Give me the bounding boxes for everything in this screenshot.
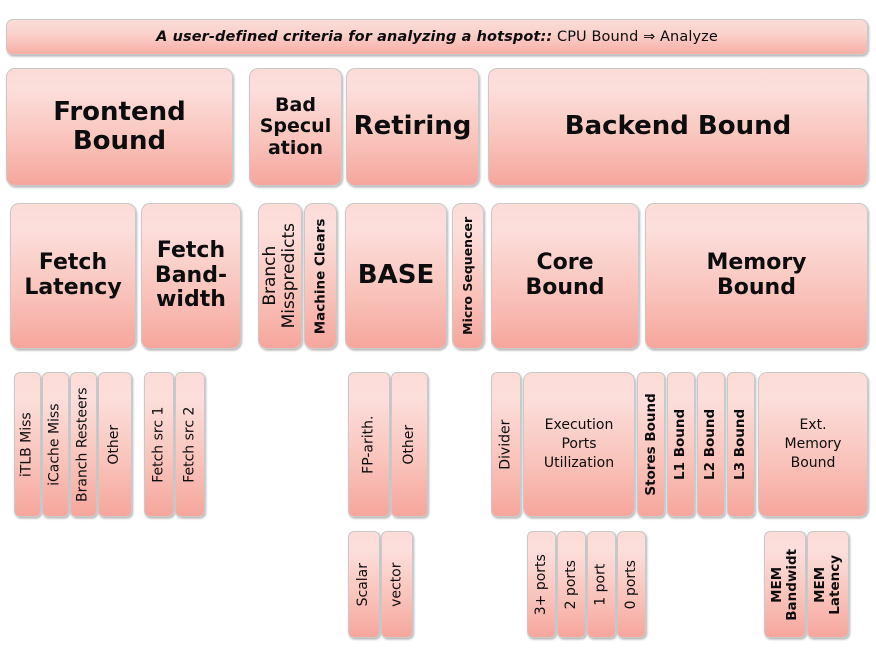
node-divider[interactable]: Divider (491, 372, 521, 517)
node-fetch-src-2[interactable]: Fetch src 2 (175, 372, 205, 517)
node-other-frontend[interactable]: Other (98, 372, 132, 517)
node-memory-bound-label: Memory Bound (706, 250, 807, 300)
node-itlb-miss-label: iTLB Miss (18, 412, 35, 477)
node-3plus-ports-label: 3+ ports (532, 553, 549, 616)
node-bad-speculation-label: Bad Specul ation (259, 94, 332, 159)
node-backend-bound-label: Backend Bound (564, 111, 792, 142)
node-other-base[interactable]: Other (391, 372, 428, 517)
node-0-ports[interactable]: 0 ports (617, 531, 646, 638)
node-fetch-bandwidth-label: Fetch Band- width (154, 238, 228, 313)
node-scalar-label: Scalar (355, 562, 372, 607)
node-execution-ports-utilization-label: Execution Ports Utilization (543, 417, 615, 471)
node-execution-ports-utilization[interactable]: Execution Ports Utilization (523, 372, 635, 517)
criteria-banner: A user-defined criteria for analyzing a … (6, 19, 868, 55)
node-l1-bound[interactable]: L1 Bound (667, 372, 695, 517)
node-stores-bound-label: Stores Bound (642, 393, 659, 496)
node-fetch-latency-label: Fetch Latency (24, 250, 122, 300)
node-other-base-label: Other (400, 424, 417, 465)
criteria-banner-italic: A user-defined criteria for analyzing a … (156, 29, 553, 45)
node-icache-miss-label: iCache Miss (46, 403, 63, 486)
node-branch-resteers-label: Branch Resteers (74, 387, 91, 502)
node-retiring[interactable]: Retiring (346, 68, 479, 186)
node-0-ports-label: 0 ports (622, 559, 639, 610)
node-mem-bandwidth[interactable]: MEM Bandwidt (764, 531, 806, 638)
node-branch-mispredicts-label: Branch Misspredicts (260, 223, 300, 329)
node-core-bound-label: Core Bound (525, 250, 605, 300)
node-fp-arith[interactable]: FP-arith. (348, 372, 390, 517)
node-mem-latency[interactable]: MEM Latency (807, 531, 849, 638)
node-memory-bound[interactable]: Memory Bound (645, 203, 868, 349)
node-frontend-bound[interactable]: Frontend Bound (6, 68, 233, 186)
node-mem-bandwidth-label: MEM Bandwidt (769, 548, 801, 621)
node-core-bound[interactable]: Core Bound (491, 203, 639, 349)
node-backend-bound[interactable]: Backend Bound (488, 68, 868, 186)
node-branch-resteers[interactable]: Branch Resteers (70, 372, 97, 517)
criteria-banner-plain: CPU Bound ⇒ Analyze (552, 29, 718, 45)
node-l1-bound-label: L1 Bound (672, 408, 689, 481)
node-l3-bound-label: L3 Bound (732, 408, 749, 481)
node-icache-miss[interactable]: iCache Miss (42, 372, 69, 517)
node-machine-clears[interactable]: Machine Clears (304, 203, 337, 349)
node-divider-label: Divider (497, 419, 514, 470)
node-l2-bound[interactable]: L2 Bound (697, 372, 725, 517)
node-ext-memory-bound[interactable]: Ext. Memory Bound (758, 372, 868, 517)
node-l3-bound[interactable]: L3 Bound (727, 372, 755, 517)
node-fetch-src-1-label: Fetch src 1 (150, 406, 167, 483)
node-2-ports-label: 2 ports (562, 559, 579, 610)
node-vector[interactable]: vector (381, 531, 413, 638)
node-stores-bound[interactable]: Stores Bound (637, 372, 665, 517)
node-scalar[interactable]: Scalar (348, 531, 380, 638)
node-micro-sequencer-label: Micro Sequencer (460, 217, 476, 335)
node-1-port[interactable]: 1 port (587, 531, 616, 638)
node-branch-mispredicts[interactable]: Branch Misspredicts (258, 203, 302, 349)
node-base-label: BASE (357, 260, 435, 291)
node-1-port-label: 1 port (592, 563, 609, 606)
node-fetch-src-2-label: Fetch src 2 (181, 406, 198, 483)
node-itlb-miss[interactable]: iTLB Miss (14, 372, 41, 517)
node-vector-label: vector (388, 562, 405, 607)
node-mem-latency-label: MEM Latency (812, 554, 843, 615)
node-fetch-bandwidth[interactable]: Fetch Band- width (141, 203, 241, 349)
node-fetch-src-1[interactable]: Fetch src 1 (144, 372, 174, 517)
node-other-frontend-label: Other (106, 424, 123, 465)
node-micro-sequencer[interactable]: Micro Sequencer (452, 203, 484, 349)
node-machine-clears-label: Machine Clears (312, 218, 329, 334)
node-bad-speculation[interactable]: Bad Specul ation (249, 68, 342, 186)
node-2-ports[interactable]: 2 ports (557, 531, 586, 638)
node-fp-arith-label: FP-arith. (360, 415, 377, 474)
node-retiring-label: Retiring (353, 111, 472, 142)
node-3plus-ports[interactable]: 3+ ports (527, 531, 556, 638)
criteria-banner-text: A user-defined criteria for analyzing a … (156, 29, 718, 45)
node-ext-memory-bound-label: Ext. Memory Bound (784, 417, 842, 471)
node-fetch-latency[interactable]: Fetch Latency (10, 203, 136, 349)
node-l2-bound-label: L2 Bound (702, 408, 719, 481)
node-base[interactable]: BASE (345, 203, 447, 349)
node-frontend-bound-label: Frontend Bound (53, 96, 186, 156)
